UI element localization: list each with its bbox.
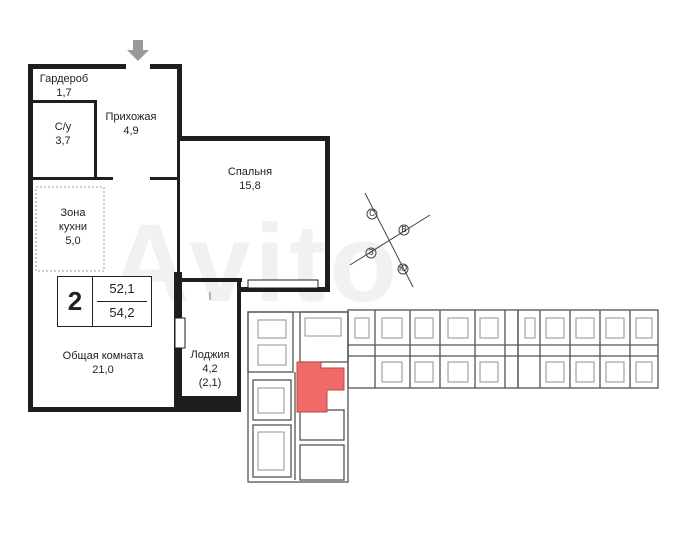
room-bathroom-name: С/у [54,121,72,133]
room-wardrobe: Гардероб 1,7 [33,72,95,100]
room-kitchen-name-2: кухни [58,221,88,233]
compass-west: З [368,248,374,257]
room-kitchen-area: 5,0 [65,235,81,247]
room-bedroom: Спальня 15,8 [215,165,285,193]
room-living: Общая комната 21,0 [48,349,158,377]
rooms-count-badge: 2 [57,276,93,327]
room-bedroom-name: Спальня [227,166,273,178]
room-living-name: Общая комната [62,350,144,362]
compass-icon [349,192,431,288]
total-area-value: 54,2 [109,305,135,320]
avito-watermark: Avito [110,202,401,325]
room-bathroom-area: 3,7 [55,135,71,147]
room-loggia-name: Лоджия [190,349,230,361]
room-living-area: 21,0 [92,364,114,376]
windows [174,279,319,349]
kitchen-zone-outline [35,186,105,272]
room-kitchen-name-1: Зона [60,207,86,219]
room-wardrobe-area: 1,7 [56,87,72,99]
compass-east: В [401,225,407,234]
highlighted-apartment [296,361,345,413]
room-wardrobe-name: Гардероб [39,73,89,85]
room-hall-area: 4,9 [123,125,139,137]
room-hall-name: Прихожая [105,111,157,123]
room-kitchen: Зона кухни 5,0 [46,206,100,248]
room-loggia: Лоджия 4,2 (2,1) [183,348,237,390]
room-hall: Прихожая 4,9 [100,110,162,138]
area-badge: 52,1 54,2 [92,276,152,327]
room-loggia-area: 4,2 [202,363,218,375]
room-loggia-area-reduced: (2,1) [198,377,222,389]
area-divider [97,301,147,302]
room-bedroom-area: 15,8 [239,180,261,192]
entry-arrow-icon [127,40,149,61]
room-bathroom: С/у 3,7 [40,120,86,148]
compass-north: С [369,209,375,218]
living-area-value: 52,1 [109,281,135,296]
compass-south: Ю [398,264,408,273]
